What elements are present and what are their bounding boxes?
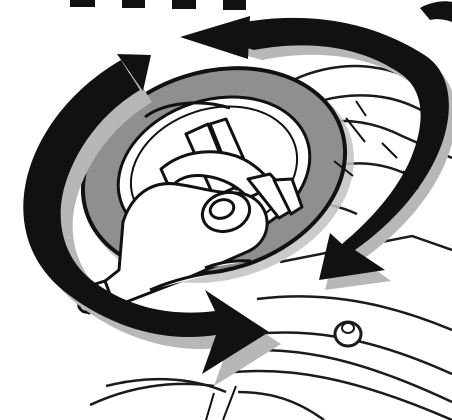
screw-detail bbox=[335, 322, 361, 346]
header-fragment bbox=[70, 0, 452, 22]
clockwise-arrow-tip bbox=[180, 16, 250, 59]
